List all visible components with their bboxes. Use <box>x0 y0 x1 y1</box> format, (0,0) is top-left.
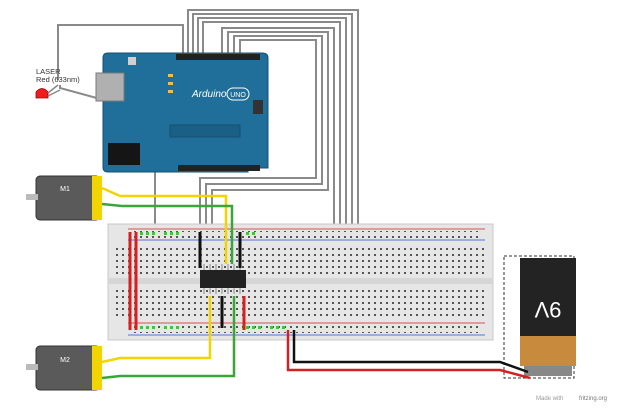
arduino-model-label: UNO <box>230 92 246 99</box>
footer-credit: Made with fritzing.org <box>536 396 607 402</box>
power-jack-icon <box>108 143 140 165</box>
reset-button-icon <box>128 57 136 65</box>
led-icon <box>35 88 49 99</box>
credit-prefix: Made with <box>536 396 563 402</box>
motor-m2: M2 <box>26 345 102 391</box>
gray-wires <box>57 9 359 318</box>
arduino-board: Arduino UNO <box>95 52 269 173</box>
motor-m1: M1 <box>26 175 102 221</box>
credit-label: fritzing.org <box>579 396 607 402</box>
led-indicator-icon <box>168 90 173 93</box>
red-jumpers <box>128 232 246 330</box>
led-indicator-icon <box>168 74 173 77</box>
motor-wires <box>101 186 236 380</box>
icsp-header-icon <box>253 100 263 114</box>
black-jumpers <box>198 232 242 328</box>
microcontroller-chip-icon <box>169 124 241 138</box>
uno-logo-frame <box>226 87 250 101</box>
usb-port-icon <box>95 72 125 102</box>
laser-led: LASER Red (633nm) <box>35 67 80 99</box>
led-indicator-icon <box>168 82 173 85</box>
arduino-brand-label: Arduino <box>191 89 227 100</box>
breadboard <box>107 223 494 341</box>
analog-header-icon <box>178 165 260 171</box>
battery: 9V <box>503 255 576 379</box>
laser-label-line2: Red (633nm) <box>36 75 80 84</box>
battery-wires <box>286 330 531 380</box>
motor-m1-label: M1 <box>60 186 70 193</box>
motor-m2-label: M2 <box>60 357 70 364</box>
digital-header-icon <box>176 54 260 60</box>
laser-label-line1: LASER <box>36 67 61 76</box>
battery-label: 9V <box>534 297 561 322</box>
